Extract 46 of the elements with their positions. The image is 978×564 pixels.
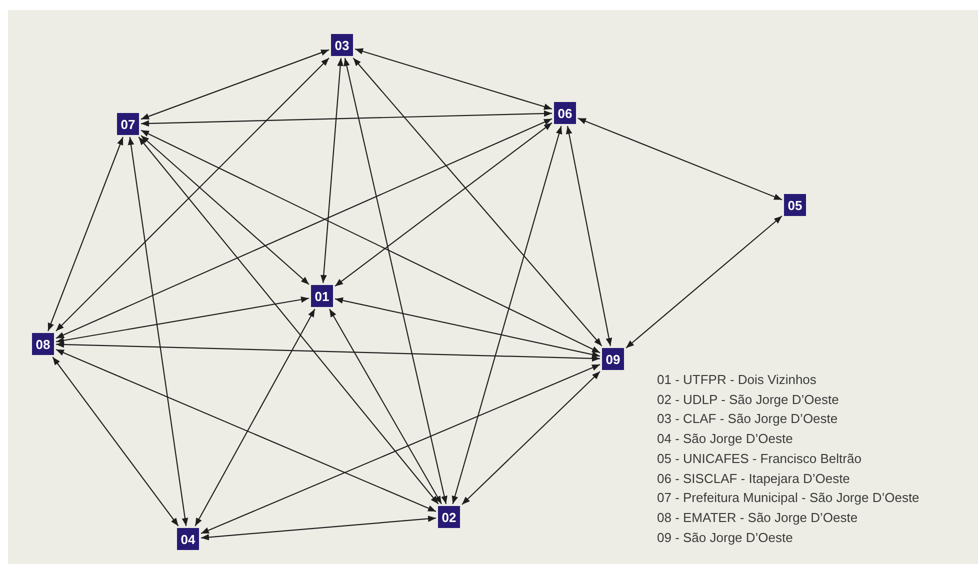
arrow [138,136,439,504]
legend-text: 05 - UNICAFES - Francisco Beltrão [657,450,862,468]
arrow [56,349,436,512]
arrow [56,118,552,339]
arrow [140,135,310,285]
arrow [200,364,600,534]
arrow [140,49,330,120]
arrow [194,308,316,526]
arrow [52,356,179,526]
arrow [56,58,330,332]
legend-text: 02 - UDLP - São Jorge D’Oeste [657,390,840,409]
arrow [578,118,782,200]
legend-text: 04 - São Jorge D’Oeste [657,430,794,448]
node-box: 04 [177,528,199,550]
legend-text: 09 - São Jorge D’Oeste [657,528,794,547]
node-box: 05 [784,194,806,216]
arrow [140,110,552,127]
legend-text: 08 - EMATER - São Jorge D’Oeste [657,508,859,527]
arrow [128,136,188,526]
arrow [354,48,552,110]
arrow [329,308,442,504]
node-box: 02 [438,506,460,528]
arrow [140,130,600,354]
node-box: 07 [117,113,139,135]
arrow [334,297,600,358]
legend-text: 03 - CLAF - São Jorge D’Oeste [657,410,839,428]
arrow [452,126,562,504]
node-box: 03 [331,34,353,56]
legend-text: 07 - Prefeitura Municipal - São Jorge D’Oeste [657,489,920,508]
arrow [344,58,448,504]
arrow [566,126,612,346]
arrow [462,371,600,505]
arrow [200,516,436,540]
node-box: 01 [311,285,333,307]
node-box: 09 [602,348,624,370]
arrow [352,58,602,346]
arrow [48,136,124,332]
node-box: 06 [554,102,576,124]
legend-text: 06 - SISCLAF - Itapejara D’Oeste [657,470,851,488]
arrow [626,216,782,348]
node-box: 08 [32,333,54,355]
arrow [56,341,600,362]
legend-text: 01 - UTFPR - Dois Vizinhos [657,371,818,389]
arrow [56,296,310,344]
arrow [334,122,552,287]
arrow [320,58,344,284]
